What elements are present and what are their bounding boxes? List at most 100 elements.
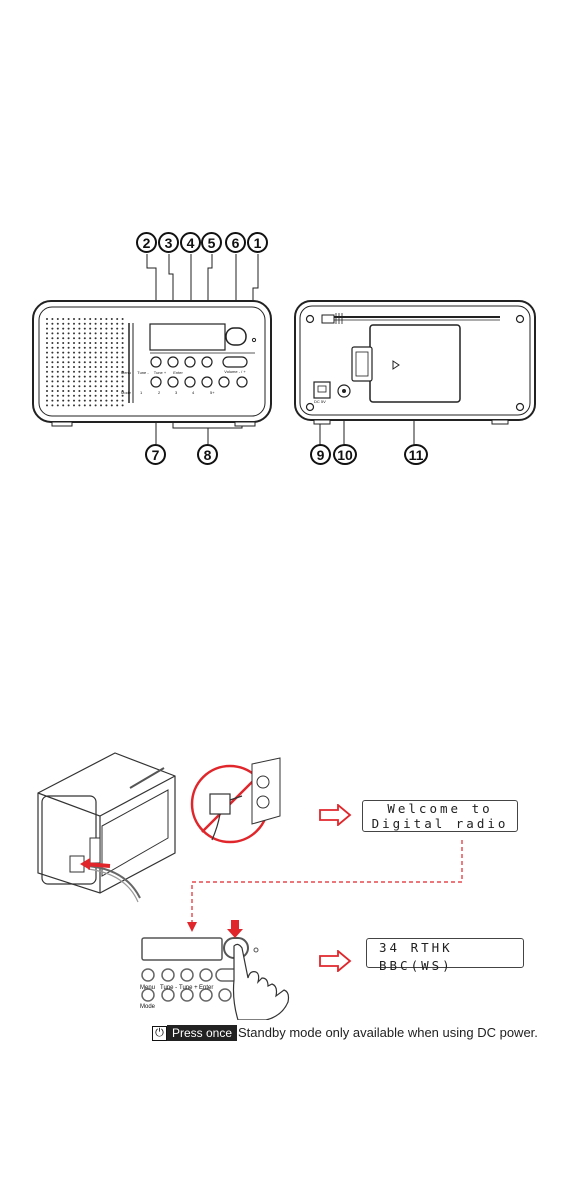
speaker-hole bbox=[105, 356, 107, 358]
closeup-tune-minus-label: Tune - bbox=[160, 985, 177, 991]
speaker-hole bbox=[78, 332, 80, 334]
speaker-hole bbox=[105, 328, 107, 330]
speaker-hole bbox=[111, 318, 113, 320]
speaker-hole bbox=[100, 361, 102, 363]
speaker-hole bbox=[116, 376, 118, 378]
speaker-hole bbox=[57, 337, 59, 339]
speaker-hole bbox=[46, 361, 48, 363]
speaker-hole bbox=[46, 352, 48, 354]
speaker-hole bbox=[100, 328, 102, 330]
speaker-hole bbox=[51, 404, 53, 406]
speaker-hole bbox=[78, 395, 80, 397]
speaker-hole bbox=[122, 342, 124, 344]
speaker-hole bbox=[95, 356, 97, 358]
speaker-hole bbox=[62, 342, 64, 344]
speaker-hole bbox=[105, 380, 107, 382]
speaker-hole bbox=[95, 328, 97, 330]
speaker-hole bbox=[51, 342, 53, 344]
speaker-hole bbox=[78, 323, 80, 325]
speaker-hole bbox=[62, 376, 64, 378]
lcd-station: 34 RTHK BBC(WS) bbox=[366, 938, 524, 968]
callout-8: 8 bbox=[197, 444, 218, 465]
speaker-hole bbox=[105, 347, 107, 349]
speaker-hole bbox=[122, 385, 124, 387]
speaker-hole bbox=[73, 318, 75, 320]
speaker-hole bbox=[62, 347, 64, 349]
speaker-hole bbox=[122, 395, 124, 397]
radio-perspective-drawing bbox=[30, 748, 180, 908]
speaker-hole bbox=[116, 342, 118, 344]
speaker-hole bbox=[51, 332, 53, 334]
speaker-hole bbox=[73, 385, 75, 387]
callout-3: 3 bbox=[158, 232, 179, 253]
speaker-hole bbox=[46, 385, 48, 387]
speaker-hole bbox=[68, 380, 70, 382]
speaker-hole bbox=[111, 356, 113, 358]
callout-11: 11 bbox=[404, 444, 428, 465]
speaker-hole bbox=[57, 361, 59, 363]
speaker-hole bbox=[46, 347, 48, 349]
speaker-hole bbox=[122, 323, 124, 325]
speaker-hole bbox=[57, 352, 59, 354]
speaker-hole bbox=[62, 371, 64, 373]
speaker-hole bbox=[111, 400, 113, 402]
speaker-hole bbox=[116, 395, 118, 397]
speaker-hole bbox=[57, 318, 59, 320]
speaker-hole bbox=[57, 342, 59, 344]
speaker-hole bbox=[95, 380, 97, 382]
speaker-hole bbox=[78, 361, 80, 363]
enter-label: Enter bbox=[171, 370, 185, 375]
speaker-hole bbox=[100, 385, 102, 387]
speaker-hole bbox=[105, 342, 107, 344]
speaker-hole bbox=[84, 404, 86, 406]
speaker-hole bbox=[105, 352, 107, 354]
speaker-hole bbox=[84, 337, 86, 339]
speaker-hole bbox=[116, 356, 118, 358]
closeup-tune-plus-label: Tune + bbox=[179, 985, 198, 991]
speaker-hole bbox=[100, 366, 102, 368]
speaker-hole bbox=[95, 342, 97, 344]
speaker-hole bbox=[89, 356, 91, 358]
speaker-hole bbox=[84, 323, 86, 325]
speaker-hole bbox=[51, 380, 53, 382]
speaker-hole bbox=[73, 337, 75, 339]
arrow-right-icon-2 bbox=[318, 950, 352, 972]
speaker-hole bbox=[95, 376, 97, 378]
speaker-hole bbox=[89, 390, 91, 392]
speaker-hole bbox=[111, 371, 113, 373]
speaker-hole bbox=[78, 352, 80, 354]
speaker-hole bbox=[116, 390, 118, 392]
speaker-hole bbox=[95, 323, 97, 325]
speaker-hole bbox=[116, 404, 118, 406]
speaker-hole bbox=[84, 361, 86, 363]
speaker-hole bbox=[68, 376, 70, 378]
speaker-hole bbox=[78, 371, 80, 373]
speaker-hole bbox=[105, 385, 107, 387]
speaker-hole bbox=[68, 404, 70, 406]
speaker-hole bbox=[116, 366, 118, 368]
press-once-label: Press once bbox=[167, 1025, 237, 1041]
speaker-hole bbox=[89, 337, 91, 339]
speaker-hole bbox=[116, 328, 118, 330]
speaker-hole bbox=[84, 328, 86, 330]
speaker-hole bbox=[68, 395, 70, 397]
callout-4: 4 bbox=[180, 232, 201, 253]
speaker-hole bbox=[122, 352, 124, 354]
speaker-hole bbox=[105, 404, 107, 406]
speaker-hole bbox=[89, 371, 91, 373]
speaker-hole bbox=[116, 385, 118, 387]
front-view-figure: Menu Tune - Tune + Enter Volume - / + Mo… bbox=[30, 228, 280, 468]
speaker-hole bbox=[95, 352, 97, 354]
speaker-hole bbox=[105, 376, 107, 378]
tune-plus-label: Tune + bbox=[153, 370, 167, 375]
speaker-hole bbox=[122, 356, 124, 358]
speaker-hole bbox=[122, 361, 124, 363]
speaker-hole bbox=[73, 352, 75, 354]
preset-4-label: 4 bbox=[192, 390, 194, 395]
callout-1: 1 bbox=[247, 232, 268, 253]
mode-label: Mode bbox=[120, 390, 132, 395]
preset-2-label: 2 bbox=[158, 390, 160, 395]
speaker-hole bbox=[89, 385, 91, 387]
callout-10: 10 bbox=[333, 444, 357, 465]
speaker-hole bbox=[68, 371, 70, 373]
